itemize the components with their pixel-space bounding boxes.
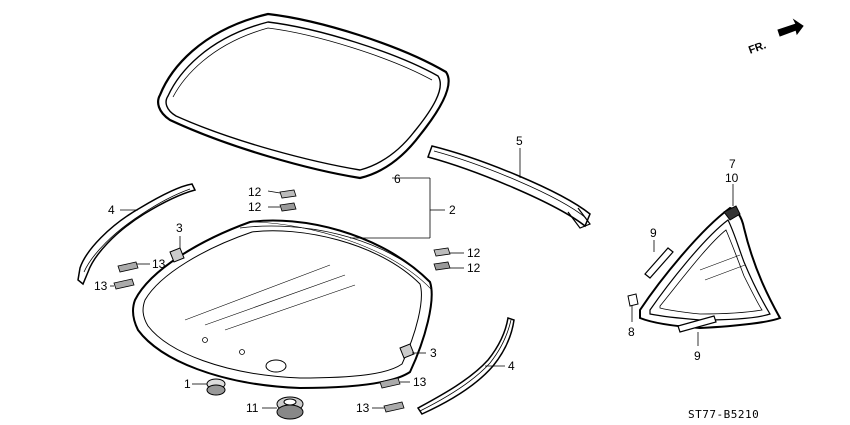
- callout-7: 7: [729, 157, 736, 171]
- callout-3-lower: 3: [430, 346, 437, 360]
- dam-13-a: [117, 261, 139, 273]
- spacer-12-d: [433, 261, 451, 271]
- callout-12-c: 12: [467, 246, 481, 260]
- side-molding-left: [77, 183, 197, 286]
- callout-8: 8: [628, 325, 635, 339]
- callout-12-b: 12: [248, 200, 262, 214]
- callout-10: 10: [725, 171, 739, 185]
- callout-2: 2: [449, 203, 456, 217]
- callout-5: 5: [516, 134, 523, 148]
- callout-3-upper: 3: [176, 221, 183, 235]
- dam-13-d: [383, 401, 405, 413]
- rear-window-glass: [132, 219, 433, 390]
- callout-13-a: 13: [152, 257, 166, 271]
- callout-11: 11: [246, 401, 259, 415]
- roof-molding-strip: [427, 145, 591, 229]
- front-direction-arrow-icon: [777, 18, 804, 37]
- dam-13-c: [379, 377, 401, 389]
- quarter-molding-strip-upper: [644, 247, 674, 279]
- spacer-12-a: [279, 189, 297, 199]
- spacer-12-b: [279, 202, 297, 212]
- grommet-1: [206, 378, 226, 396]
- callout-12-a: 12: [248, 185, 262, 199]
- grommet-11: [276, 396, 304, 420]
- callout-13-d: 13: [356, 401, 370, 415]
- callout-1: 1: [184, 377, 191, 391]
- callout-13-b: 13: [94, 279, 108, 293]
- drawing-code: ST77-B5210: [688, 408, 759, 421]
- callout-12-d: 12: [467, 261, 481, 275]
- rear-window-seal: [157, 12, 450, 180]
- clip-8: [627, 293, 639, 307]
- dam-13-b: [113, 278, 135, 290]
- callout-4-lower: 4: [508, 359, 515, 373]
- side-molding-right: [416, 317, 515, 415]
- fastener-3-upper: [169, 247, 185, 263]
- callout-4-upper: 4: [108, 203, 115, 217]
- quarter-molding-strip-lower: [677, 315, 717, 333]
- fastener-3-lower: [399, 343, 415, 359]
- leader-lines: [110, 148, 734, 409]
- callout-6: 6: [394, 172, 401, 186]
- callout-13-c: 13: [413, 375, 427, 389]
- front-direction-label: FR.: [747, 39, 768, 56]
- spacer-12-c: [433, 247, 451, 257]
- callout-9-lower: 9: [694, 349, 701, 363]
- quarter-window: [639, 205, 782, 330]
- callout-9-upper: 9: [650, 226, 657, 240]
